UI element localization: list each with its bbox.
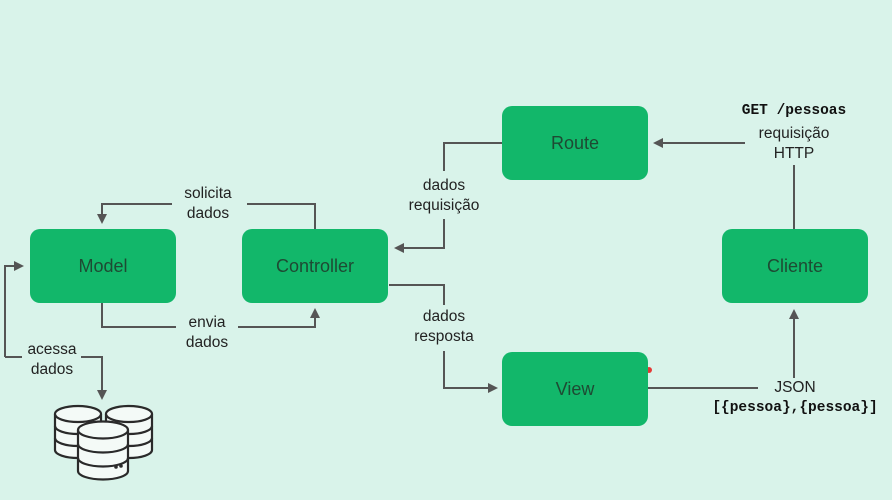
route-label: Route: [550, 132, 600, 153]
model-box[interactable]: Model: [30, 229, 176, 303]
acessa-to-db: [81, 356, 107, 400]
dados-resposta-label: dados resposta: [405, 307, 483, 347]
dados-resposta-line2: resposta: [414, 328, 474, 345]
view-label: View: [555, 378, 595, 399]
acessa-line: [4, 261, 24, 357]
envia-line2: dados: [185, 334, 229, 351]
cliente-label: Cliente: [766, 255, 824, 276]
controller-to-view: [389, 284, 445, 305]
acessa-line2: dados: [30, 361, 74, 378]
route-to-controller-2: [394, 219, 445, 253]
database-icon: [53, 404, 154, 481]
solicita-dados-label: solicita dados: [172, 184, 244, 224]
dados-requisicao-line1: dados: [422, 177, 466, 194]
requisicao-line2: HTTP: [773, 145, 815, 162]
solicita-arrow-head: [97, 203, 172, 224]
envia-arrow-head: [238, 308, 320, 328]
json-code: [{pessoa},{pessoa}]: [712, 400, 878, 416]
acessa-line1: acessa: [27, 341, 77, 358]
dados-resposta-line1: dados: [422, 308, 466, 325]
cliente-box[interactable]: Cliente: [722, 229, 868, 303]
route-box[interactable]: Route: [502, 106, 648, 180]
requisicao-line1: requisição: [758, 125, 830, 142]
envia-dados-label: envia dados: [176, 313, 238, 353]
controller-to-view-2: [443, 351, 498, 393]
envia-line1: envia: [188, 314, 226, 331]
solicita-arrow: [247, 203, 316, 229]
view-box[interactable]: View: [502, 352, 648, 426]
json-label: JSON: [774, 379, 816, 396]
envia-arrow: [101, 303, 176, 328]
json-response-label: JSON [{pessoa},{pessoa}]: [700, 378, 890, 418]
controller-label: Controller: [275, 255, 355, 276]
controller-box[interactable]: Controller: [242, 229, 388, 303]
route-to-controller: [443, 142, 502, 171]
dados-requisicao-label: dados requisição: [400, 176, 488, 216]
model-label: Model: [78, 255, 128, 276]
get-request-label: GET /pessoas requisição HTTP: [728, 101, 860, 164]
get-code: GET /pessoas: [741, 103, 847, 119]
acessa-dados-label: acessa dados: [22, 340, 82, 380]
dados-requisicao-line2: requisição: [408, 197, 480, 214]
solicita-line2: dados: [186, 205, 230, 222]
solicita-line1: solicita: [184, 185, 232, 202]
